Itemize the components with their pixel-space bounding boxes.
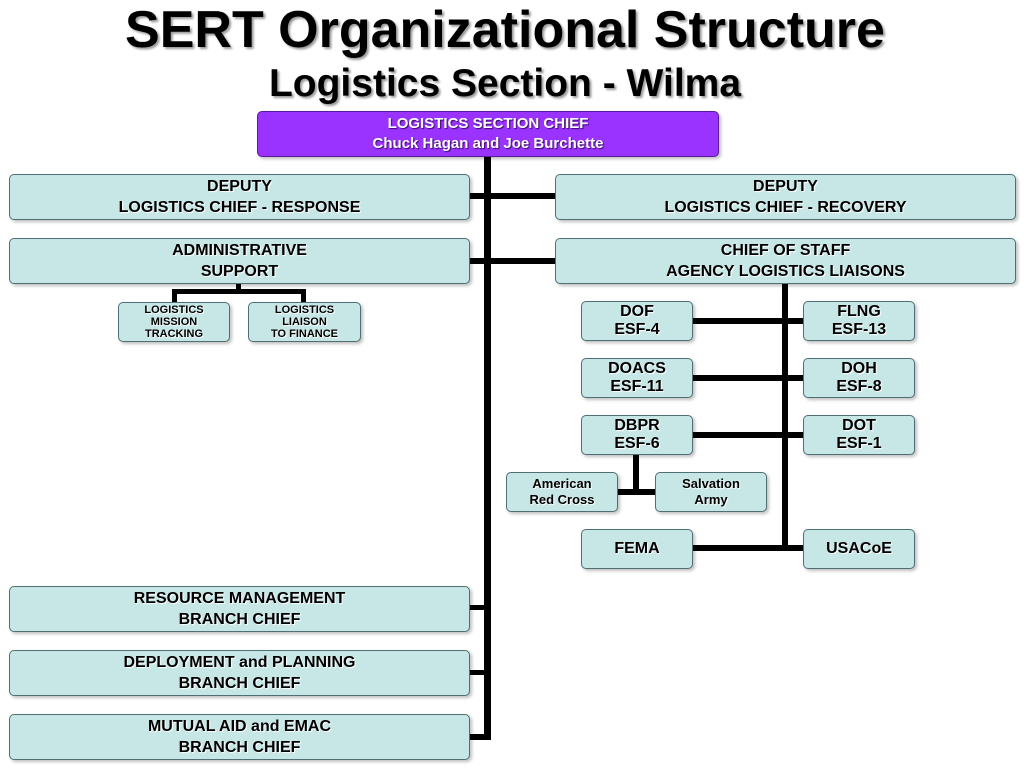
dbpr-drop-line: [633, 452, 639, 494]
row-line-dof-flng: [692, 318, 804, 324]
row-line-fema-usacoe: [692, 545, 804, 551]
box-line: DEPUTY: [207, 178, 272, 195]
box-line: DOT: [842, 417, 876, 434]
box-line: ESF-1: [836, 435, 882, 452]
box-line: Salvation: [682, 476, 740, 491]
mission-tracking-box: LOGISTICS MISSION TRACKING: [118, 302, 230, 342]
connector-mutual-aid: [469, 734, 489, 740]
logistics-section-chief-box: LOGISTICS SECTION CHIEF Chuck Hagan and …: [257, 111, 719, 157]
doh-box: DOH ESF-8: [803, 358, 915, 398]
box-line: LOGISTICS: [144, 304, 204, 316]
box-line: BRANCH CHIEF: [178, 611, 301, 628]
box-line: MUTUAL AID and EMAC: [147, 718, 332, 735]
box-line: ESF-13: [831, 321, 887, 338]
chief-names: Chuck Hagan and Joe Burchette: [372, 135, 604, 152]
box-line: ESF-8: [836, 378, 882, 395]
box-line: ESF-6: [614, 435, 660, 452]
connector-deputy-recovery: [488, 193, 555, 199]
connector-chief-of-staff: [488, 258, 555, 264]
main-trunk-line: [484, 156, 491, 740]
salvation-army-box: Salvation Army: [655, 472, 767, 512]
box-line: FEMA: [614, 540, 660, 557]
box-line: BRANCH CHIEF: [178, 739, 301, 756]
connector-admin-support: [469, 258, 489, 264]
deployment-planning-box: DEPLOYMENT and PLANNING BRANCH CHIEF: [9, 650, 470, 696]
box-line: DBPR: [614, 417, 660, 434]
box-line: BRANCH CHIEF: [178, 675, 301, 692]
admin-support-box: ADMINISTRATIVE SUPPORT: [9, 238, 470, 284]
mutual-aid-box: MUTUAL AID and EMAC BRANCH CHIEF: [9, 714, 470, 760]
ngo-branch-line: [618, 489, 656, 495]
box-line: DOF: [620, 303, 654, 320]
chief-title: LOGISTICS SECTION CHIEF: [387, 115, 589, 132]
dot-box: DOT ESF-1: [803, 415, 915, 455]
page-subtitle: Logistics Section - Wilma: [268, 62, 742, 105]
box-line: Army: [694, 492, 728, 507]
box-line: LIAISON: [282, 316, 327, 328]
liaison-finance-box: LOGISTICS LIAISON TO FINANCE: [248, 302, 361, 342]
connector-deployment: [469, 670, 489, 675]
row-line-doacs-doh: [692, 375, 804, 381]
box-line: DOACS: [608, 360, 666, 377]
box-line: AGENCY LOGISTICS LIAISONS: [666, 263, 905, 280]
admin-left-drop: [172, 289, 177, 302]
admin-right-drop: [301, 289, 306, 302]
box-line: MISSION: [150, 316, 198, 328]
box-line: TRACKING: [144, 328, 204, 340]
usacoe-box: USACoE: [803, 529, 915, 569]
box-line: DEPLOYMENT and PLANNING: [123, 654, 356, 671]
red-cross-box: American Red Cross: [506, 472, 618, 512]
resource-mgmt-box: RESOURCE MANAGEMENT BRANCH CHIEF: [9, 586, 470, 632]
deputy-response-box: DEPUTY LOGISTICS CHIEF - RESPONSE: [9, 174, 470, 220]
chief-of-staff-box: CHIEF OF STAFF AGENCY LOGISTICS LIAISONS: [555, 238, 1016, 284]
box-line: LOGISTICS CHIEF - RESPONSE: [118, 199, 361, 216]
box-line: TO FINANCE: [270, 328, 339, 340]
box-line: American: [532, 476, 592, 491]
box-line: FLNG: [837, 303, 881, 320]
admin-branch-line: [172, 289, 306, 294]
fema-box: FEMA: [581, 529, 693, 569]
dbpr-box: DBPR ESF-6: [581, 415, 693, 455]
row-line-dbpr-dot: [692, 432, 804, 438]
box-line: Red Cross: [529, 492, 595, 507]
doacs-box: DOACS ESF-11: [581, 358, 693, 398]
box-line: ESF-4: [614, 321, 660, 338]
box-line: SUPPORT: [200, 263, 279, 280]
admin-drop-line: [236, 284, 241, 292]
box-line: DEPUTY: [753, 178, 818, 195]
box-line: USACoE: [826, 540, 892, 557]
box-line: CHIEF OF STAFF: [720, 242, 851, 259]
box-line: LOGISTICS CHIEF - RECOVERY: [664, 199, 907, 216]
box-line: DOH: [841, 360, 877, 377]
staff-trunk-line: [782, 284, 788, 551]
box-line: ESF-11: [610, 378, 664, 395]
dof-box: DOF ESF-4: [581, 301, 693, 341]
connector-resource-mgmt: [469, 605, 489, 610]
connector-deputy-response: [469, 193, 489, 199]
box-line: ADMINISTRATIVE: [172, 242, 307, 259]
box-line: RESOURCE MANAGEMENT: [133, 590, 346, 607]
box-line: LOGISTICS: [274, 304, 335, 316]
deputy-recovery-box: DEPUTY LOGISTICS CHIEF - RECOVERY: [555, 174, 1016, 220]
page-title: SERT Organizational Structure: [125, 1, 885, 59]
flng-box: FLNG ESF-13: [803, 301, 915, 341]
